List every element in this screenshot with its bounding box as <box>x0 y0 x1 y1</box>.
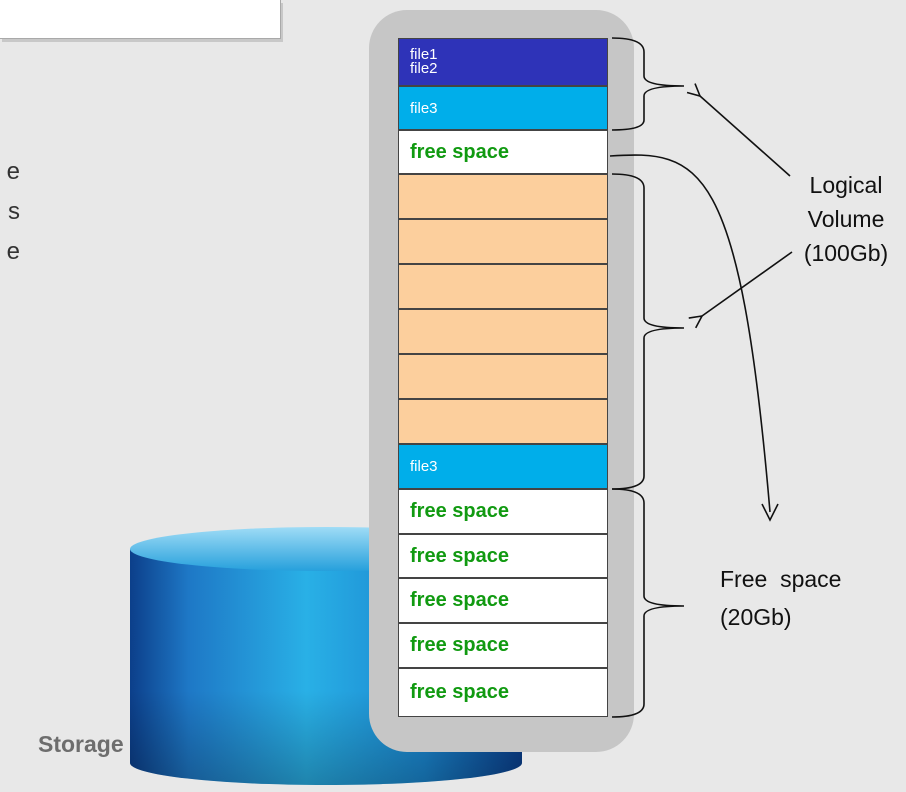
brace-allocated <box>611 173 685 490</box>
storage-label: Storage <box>38 731 124 757</box>
block-label: file3 <box>410 458 438 475</box>
logical-volume-label: Logical Volume (100Gb) <box>786 168 906 270</box>
block-label: free space <box>410 681 509 703</box>
logical-volume-line: Logical <box>809 172 883 198</box>
brace-free <box>611 488 685 718</box>
arrow-to-allocated <box>702 251 793 316</box>
allocated-block <box>398 309 608 354</box>
free-space-block: free space <box>398 489 608 534</box>
block-label: free space <box>410 140 509 163</box>
block-label: free space <box>410 634 509 656</box>
file-block: file3 <box>398 444 608 489</box>
logical-volume-size: (100Gb) <box>803 240 889 266</box>
free-space-size: (20Gb) <box>720 604 792 630</box>
block-label: free space <box>410 589 509 611</box>
allocated-block <box>398 399 608 444</box>
free-space-label: Free space (20Gb) <box>720 560 841 636</box>
file-block: file3 <box>398 86 608 130</box>
allocated-block <box>398 354 608 399</box>
free-space-block: free space <box>398 623 608 668</box>
allocated-block <box>398 219 608 264</box>
block-label: file1 file2 <box>410 46 438 77</box>
brace-files <box>611 37 685 131</box>
clipped-letter: e <box>6 238 20 265</box>
clipped-letter: s <box>8 198 20 225</box>
free-space-line: Free space <box>720 566 842 592</box>
clipped-letter: e <box>6 158 20 185</box>
block-label: file3 <box>410 99 438 117</box>
free-space-block: free space <box>398 130 608 174</box>
window-panel <box>0 0 281 39</box>
arrow-to-files <box>700 96 791 177</box>
file-block: file1 file2 <box>398 38 608 86</box>
allocated-block <box>398 264 608 309</box>
arrowhead-down <box>761 503 779 522</box>
block-label: free space <box>410 500 509 522</box>
logical-volume-line: Volume <box>807 206 885 232</box>
block-label: free space <box>410 544 509 567</box>
free-space-block: free space <box>398 668 608 717</box>
arrow-free-down <box>609 154 771 513</box>
allocated-block <box>398 174 608 219</box>
free-space-block: free space <box>398 578 608 623</box>
free-space-block: free space <box>398 534 608 578</box>
